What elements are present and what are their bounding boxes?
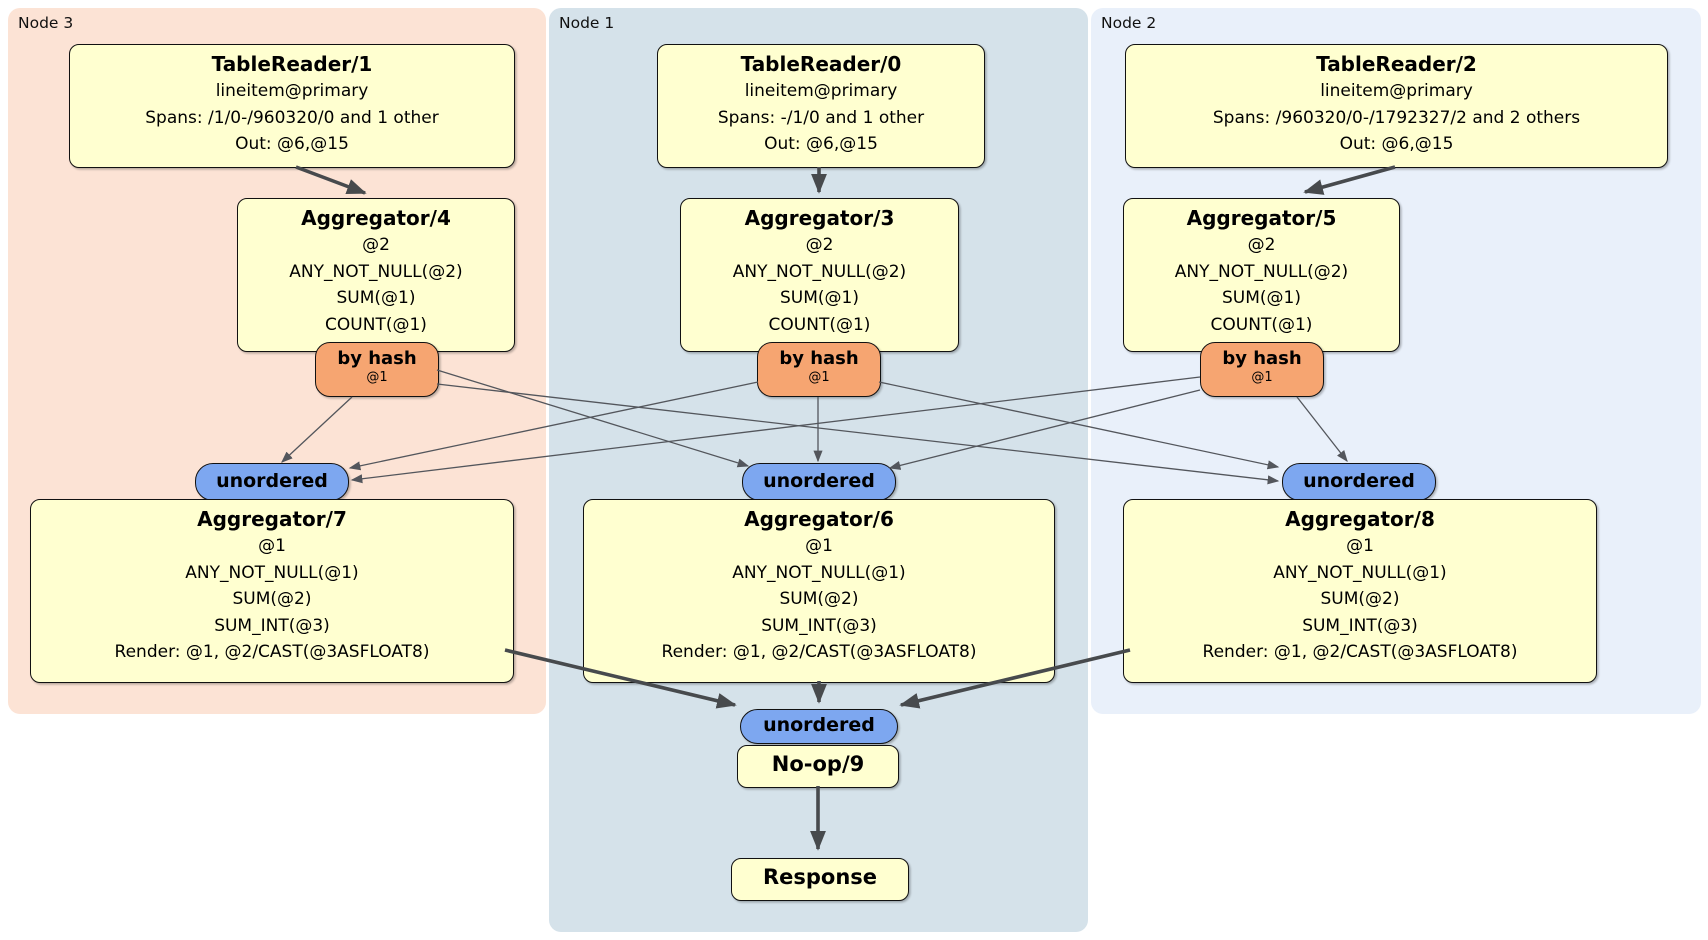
aggregator-3-title: Aggregator/3 [744,206,895,230]
aggregator-4: Aggregator/4 @2 ANY_NOT_NULL(@2) SUM(@1)… [237,198,515,352]
aggregator-5-fn1: ANY_NOT_NULL(@2) [1174,261,1349,282]
aggregator-6-group: @1 [805,536,833,556]
tablereader-2-index: lineitem@primary [1320,81,1473,101]
aggregator-7-fn2: SUM(@2) [232,589,312,609]
aggregator-3-fn2: SUM(@1) [780,288,859,308]
tablereader-0-spans: Spans: -/1/0 and 1 other [717,107,925,128]
aggregator-5-group: @2 [1247,235,1276,255]
router-by-hash-4-label: by hash [337,348,417,369]
aggregator-5-fn3: COUNT(@1) [1210,314,1313,335]
aggregator-6-fn2: SUM(@2) [779,589,859,609]
router-by-hash-3-columns: @1 [808,370,830,385]
aggregator-3-group: @2 [805,235,834,255]
response: Response [731,858,909,901]
aggregator-8-fn3: SUM_INT(@3) [1302,615,1418,636]
router-by-hash-5: by hash @1 [1200,342,1324,397]
noop-9: No-op/9 [737,745,899,788]
region-node1-label: Node 1 [559,14,615,32]
aggregator-7-group: @1 [258,536,286,556]
response-title: Response [762,865,878,889]
aggregator-6-title: Aggregator/6 [744,507,894,531]
router-by-hash-3: by hash @1 [757,342,881,397]
stream-unordered-9: unordered [740,709,898,744]
router-by-hash-5-label: by hash [1222,348,1302,369]
tablereader-0-out: Out: @6,@15 [764,134,878,154]
tablereader-1-out: Out: @6,@15 [235,134,349,154]
aggregator-6-fn1: ANY_NOT_NULL(@1) [732,562,906,583]
tablereader-1-index: lineitem@primary [215,81,369,101]
router-by-hash-5-columns: @1 [1251,370,1273,385]
aggregator-8-render: Render: @1, @2/CAST(@3ASFLOAT8) [1202,642,1518,662]
region-node2-label: Node 2 [1101,14,1157,32]
tablereader-1-spans: Spans: /1/0-/960320/0 and 1 other [145,107,439,128]
aggregator-7: Aggregator/7 @1 ANY_NOT_NULL(@1) SUM(@2)… [30,499,514,683]
aggregator-8-fn2: SUM(@2) [1320,589,1400,609]
aggregator-7-fn1: ANY_NOT_NULL(@1) [185,562,359,583]
aggregator-6-render: Render: @1, @2/CAST(@3ASFLOAT8) [661,642,977,662]
aggregator-4-group: @2 [362,235,390,255]
aggregator-3-fn1: ANY_NOT_NULL(@2) [732,261,907,282]
aggregator-3: Aggregator/3 @2 ANY_NOT_NULL(@2) SUM(@1)… [680,198,959,352]
tablereader-0-index: lineitem@primary [744,81,898,101]
aggregator-7-fn3: SUM_INT(@3) [214,615,330,636]
router-by-hash-4-columns: @1 [366,370,388,385]
stream-unordered-8: unordered [1282,463,1436,501]
noop-9-title: No-op/9 [771,752,865,776]
tablereader-2-spans: Spans: /960320/0-/1792327/2 and 2 others [1212,107,1581,128]
aggregator-8: Aggregator/8 @1 ANY_NOT_NULL(@1) SUM(@2)… [1123,499,1597,683]
aggregator-6-fn3: SUM_INT(@3) [761,615,877,636]
region-node3-label: Node 3 [18,14,74,32]
router-by-hash-4: by hash @1 [315,342,439,397]
tablereader-2-title: TableReader/2 [1316,52,1477,76]
aggregator-6: Aggregator/6 @1 ANY_NOT_NULL(@1) SUM(@2)… [583,499,1055,683]
aggregator-5-title: Aggregator/5 [1186,206,1337,230]
aggregator-4-fn3: COUNT(@1) [325,314,427,335]
stream-unordered-6: unordered [742,463,896,501]
aggregator-4-title: Aggregator/4 [301,206,451,230]
tablereader-0: TableReader/0 lineitem@primary Spans: -/… [657,44,985,168]
aggregator-8-group: @1 [1346,536,1374,556]
aggregator-3-fn3: COUNT(@1) [768,314,871,335]
aggregator-7-title: Aggregator/7 [197,507,347,531]
aggregator-5: Aggregator/5 @2 ANY_NOT_NULL(@2) SUM(@1)… [1123,198,1400,352]
router-by-hash-3-label: by hash [779,348,859,369]
aggregator-4-fn1: ANY_NOT_NULL(@2) [289,261,463,282]
aggregator-4-fn2: SUM(@1) [336,288,416,308]
tablereader-1: TableReader/1 lineitem@primary Spans: /1… [69,44,515,168]
tablereader-2-out: Out: @6,@15 [1339,134,1454,154]
aggregator-8-title: Aggregator/8 [1285,507,1435,531]
tablereader-1-title: TableReader/1 [211,52,373,76]
tablereader-0-title: TableReader/0 [740,52,902,76]
aggregator-5-fn2: SUM(@1) [1222,288,1301,308]
stream-unordered-7: unordered [195,463,349,501]
tablereader-2: TableReader/2 lineitem@primary Spans: /9… [1125,44,1668,168]
aggregator-8-fn1: ANY_NOT_NULL(@1) [1273,562,1447,583]
aggregator-7-render: Render: @1, @2/CAST(@3ASFLOAT8) [114,642,430,662]
